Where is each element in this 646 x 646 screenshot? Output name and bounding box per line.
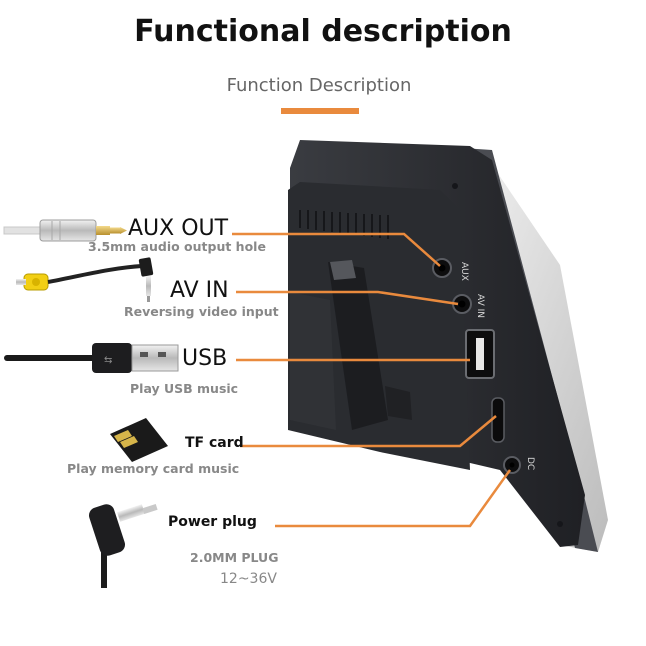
port-label-aux: AUX <box>459 262 469 281</box>
leader-line-power <box>275 469 512 528</box>
vent-grille <box>299 210 389 239</box>
page-subtitle: Function Description <box>226 75 412 96</box>
callout-av-in-label: AV IN <box>170 278 229 303</box>
usb-cable-icon: ⇆ <box>4 343 179 373</box>
leader-line-tf-card <box>240 415 497 448</box>
callout-usb-description: Play USB music <box>130 381 239 396</box>
leader-line-aux <box>232 232 441 267</box>
port-dc: DC <box>503 456 535 474</box>
svg-text:⇆: ⇆ <box>104 355 112 366</box>
port-label-av-in: AV IN <box>475 294 485 318</box>
mount-bracket <box>328 262 388 430</box>
callout-power-plug-voltage: 12~36V <box>220 571 277 587</box>
dc-plug-icon <box>88 503 158 588</box>
callout-power-plug-label: Power plug <box>168 514 257 530</box>
leader-line-av-in <box>236 290 459 306</box>
callout-power-plug-description: 2.0MM PLUG <box>190 550 279 565</box>
micro-sd-card-icon <box>110 418 168 462</box>
port-tf-card <box>491 397 505 443</box>
aux-cable-icon <box>3 219 127 242</box>
callout-av-in-description: Reversing video input <box>124 304 279 319</box>
port-label-dc: DC <box>525 457 535 470</box>
callout-usb-label: USB <box>182 346 228 371</box>
leader-lines <box>232 232 512 528</box>
callout-aux-out-label: AUX OUT <box>128 216 229 241</box>
callout-aux-out-description: 3.5mm audio output hole <box>88 239 266 254</box>
accent-underline <box>281 108 359 114</box>
callout-tf-card-description: Play memory card music <box>67 461 240 476</box>
page-title: Functional description <box>134 14 512 49</box>
port-usb <box>465 329 495 379</box>
monitor-device: AUX AV IN DC <box>288 140 608 552</box>
rca-av-cable-icon <box>16 257 154 302</box>
callout-tf-card-label: TF card <box>185 435 244 451</box>
